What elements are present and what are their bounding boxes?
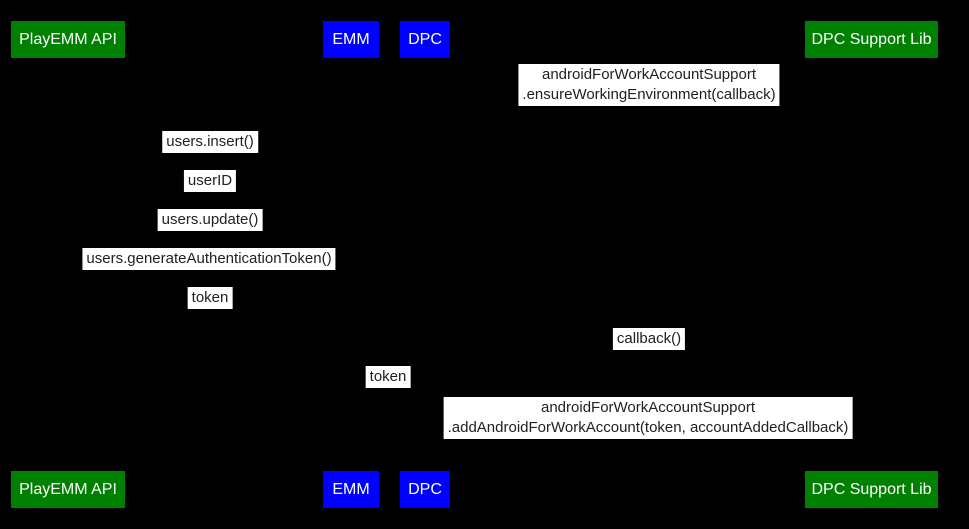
- message-line: .ensureWorkingEnvironment(callback): [522, 86, 776, 103]
- actor-playemm-api-label: PlayEMM API: [19, 480, 117, 498]
- message-line: users.insert(): [166, 133, 254, 150]
- actor-dpc-support-lib-label: DPC Support Lib: [811, 480, 932, 498]
- message-token-response: token: [187, 287, 233, 309]
- message-line: androidForWorkAccountSupport: [541, 399, 755, 416]
- message-callback: callback(): [612, 328, 686, 350]
- actor-dpc-support-lib-label: DPC Support Lib: [811, 30, 932, 48]
- message-line: users.generateAuthenticationToken(): [86, 250, 332, 267]
- actor-emm-bottom: EMM: [323, 471, 379, 508]
- actor-dpc-label: DPC: [408, 480, 442, 498]
- message-token-forward: token: [365, 366, 411, 388]
- message-line: token: [369, 368, 407, 385]
- actor-playemm-api-bottom: PlayEMM API: [11, 471, 125, 508]
- actor-playemm-api-label: PlayEMM API: [19, 30, 117, 48]
- actor-dpc-support-lib-top: DPC Support Lib: [805, 21, 938, 58]
- actor-dpc-label: DPC: [408, 30, 442, 48]
- message-ensure-working-environment: androidForWorkAccountSupport .ensureWork…: [518, 64, 780, 106]
- message-line: token: [191, 289, 229, 306]
- actor-dpc-top: DPC: [400, 21, 450, 58]
- actor-dpc-bottom: DPC: [400, 471, 450, 508]
- actor-dpc-support-lib-bottom: DPC Support Lib: [805, 471, 938, 508]
- actor-playemm-api-top: PlayEMM API: [11, 21, 125, 58]
- message-userid: userID: [183, 170, 237, 192]
- message-line: users.update(): [161, 211, 259, 228]
- message-add-android-for-work-account: androidForWorkAccountSupport .addAndroid…: [443, 397, 853, 439]
- message-line: userID: [187, 172, 233, 189]
- message-users-insert: users.insert(): [162, 131, 258, 153]
- actor-emm-label: EMM: [332, 480, 370, 498]
- message-users-update: users.update(): [157, 209, 263, 231]
- actor-emm-top: EMM: [323, 21, 379, 58]
- actor-emm-label: EMM: [332, 30, 370, 48]
- message-line: callback(): [616, 330, 682, 347]
- message-line: .addAndroidForWorkAccount(token, account…: [447, 419, 849, 436]
- message-generate-authentication-token: users.generateAuthenticationToken(): [82, 248, 336, 270]
- message-line: androidForWorkAccountSupport: [541, 66, 756, 83]
